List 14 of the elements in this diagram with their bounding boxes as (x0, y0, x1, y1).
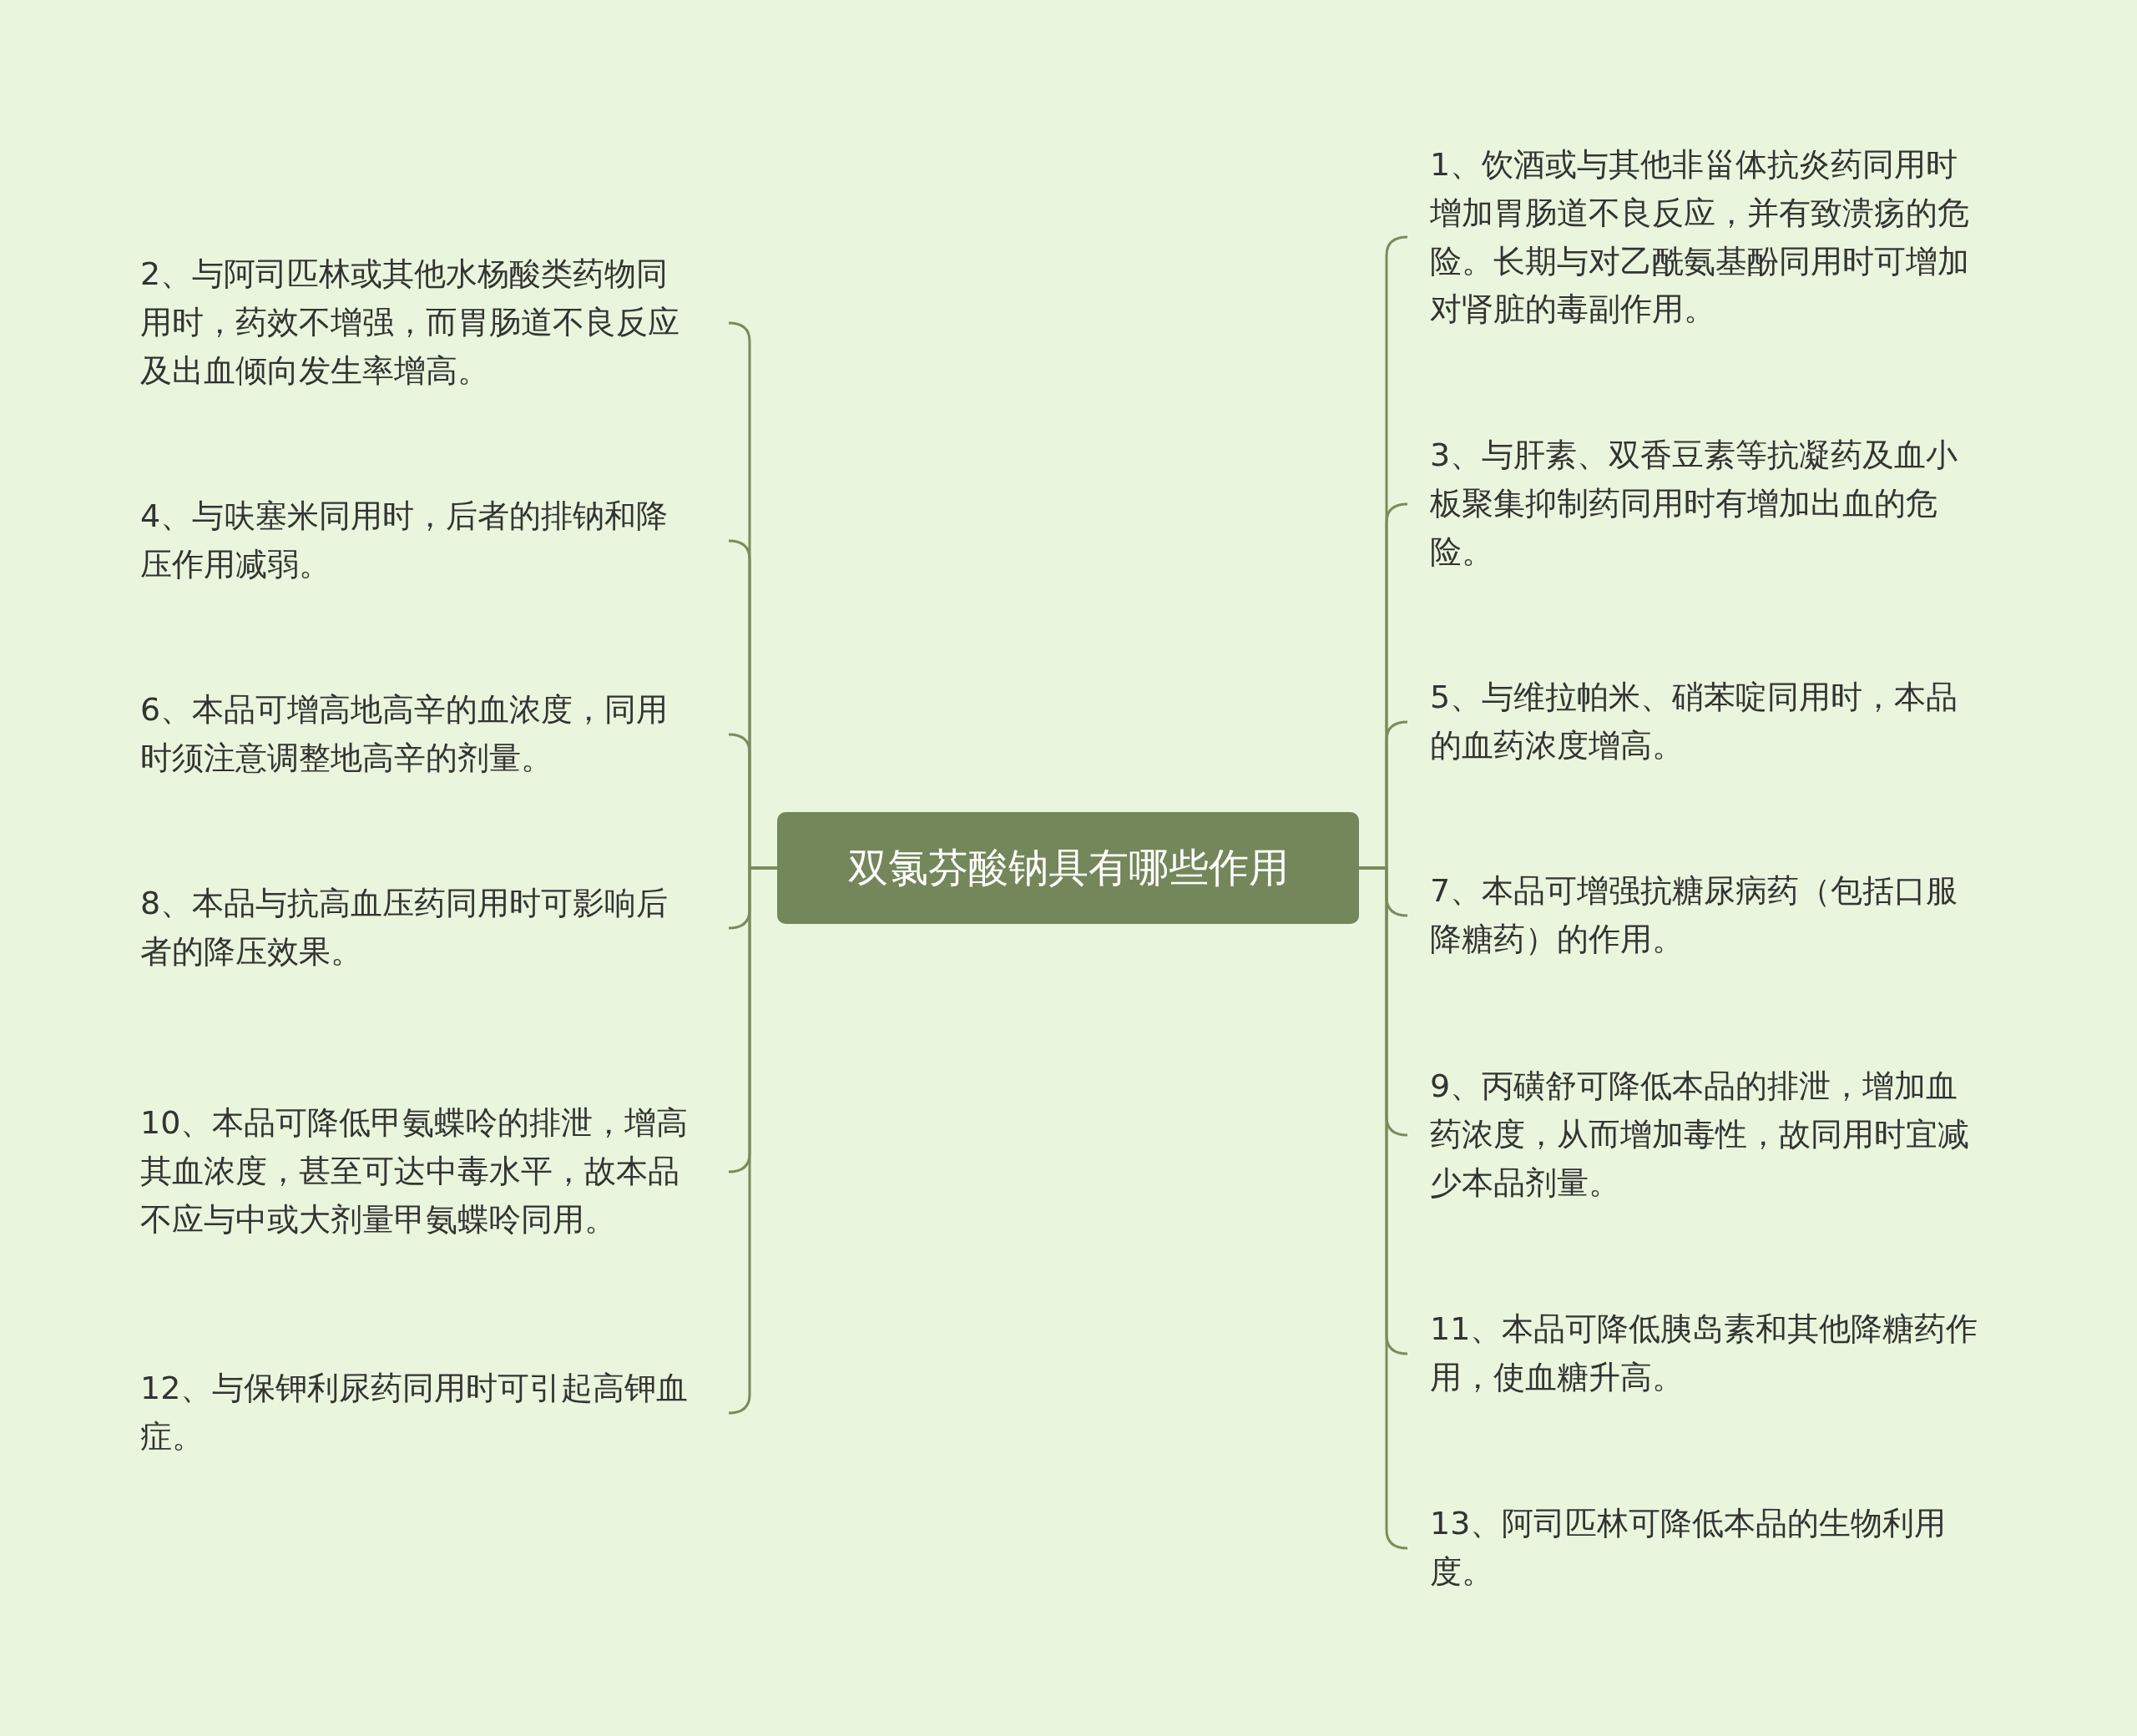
branch-text: 1、饮酒或与其他非甾体抗炎药同用时增加胃肠道不良反应，并有致溃疡的危险。长期与对乙酰氨基酚同用时可增加对肾脏的毒副作用。 (1430, 140, 1988, 334)
branch-text: 3、与肝素、双香豆素等抗凝药及血小板聚集抑制药同用时有增加出血的危险。 (1430, 431, 1988, 577)
branch-text: 6、本品可增高地高辛的血浓度，同用时须注意调整地高辛的剂量。 (140, 686, 698, 783)
branch-text: 10、本品可降低甲氨蝶呤的排泄，增高其血浓度，甚至可达中毒水平，故本品不应与中或大剂量甲氨蝶呤同用。 (140, 1099, 698, 1244)
branch-text: 5、与维拉帕米、硝苯啶同用时，本品的血药浓度增高。 (1430, 674, 1988, 770)
branch-text: 12、与保钾利尿药同用时可引起高钾血症。 (140, 1365, 698, 1461)
branch-text: 9、丙磺舒可降低本品的排泄，增加血药浓度，从而增加毒性，故同用时宜减少本品剂量。 (1430, 1062, 1988, 1208)
branch-text: 2、与阿司匹林或其他水杨酸类药物同用时，药效不增强，而胃肠道不良反应及出血倾向发生率增高。 (140, 250, 698, 396)
branch-text: 11、本品可降低胰岛素和其他降糖药作用，使血糖升高。 (1430, 1305, 1988, 1402)
branch-text: 8、本品与抗高血压药同用时可影响后者的降压效果。 (140, 880, 698, 976)
branch-text: 13、阿司匹林可降低本品的生物利用度。 (1430, 1500, 1988, 1597)
branch-text: 4、与呋塞米同用时，后者的排钠和降压作用减弱。 (140, 492, 698, 589)
central-topic: 双氯芬酸钠具有哪些作用 (777, 812, 1359, 924)
branch-text: 7、本品可增强抗糖尿病药（包括口服降糖药）的作用。 (1430, 867, 1988, 964)
